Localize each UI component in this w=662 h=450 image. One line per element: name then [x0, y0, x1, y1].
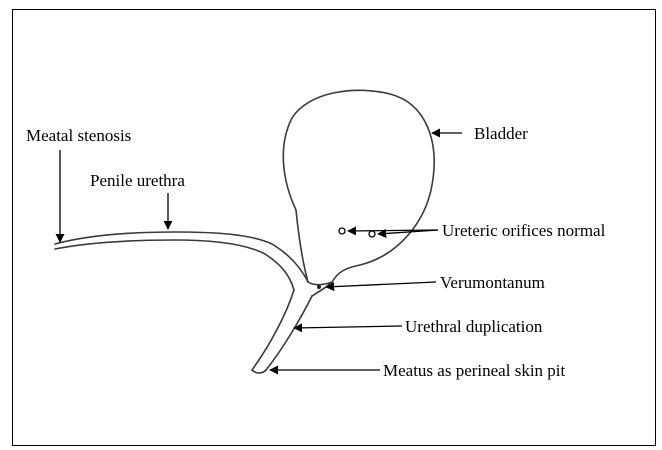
arrow-verumontanum: [326, 282, 436, 287]
bladder-outline: [283, 90, 434, 282]
ureteric-orifice-left: [339, 228, 345, 234]
perineal-meatus-pit: [252, 370, 266, 373]
label-ureteric-orifices: Ureteric orifices normal: [442, 221, 606, 240]
label-verumontanum: Verumontanum: [440, 273, 545, 292]
verumontanum-mark: [317, 285, 321, 289]
duplicate-urethra-right-wall: [266, 296, 312, 370]
label-penile-urethra: Penile urethra: [90, 171, 185, 190]
penile-urethra-lower-wall: [55, 240, 294, 290]
label-bladder: Bladder: [474, 124, 528, 143]
label-urethral-duplication: Urethral duplication: [405, 317, 543, 336]
duplicate-urethra-left-wall: [252, 290, 294, 370]
label-meatal-stenosis: Meatal stenosis: [26, 126, 131, 145]
label-meatus-perineal: Meatus as perineal skin pit: [383, 361, 566, 380]
arrow-urethral-duplication: [294, 326, 402, 328]
ureteric-orifice-right: [369, 231, 375, 237]
